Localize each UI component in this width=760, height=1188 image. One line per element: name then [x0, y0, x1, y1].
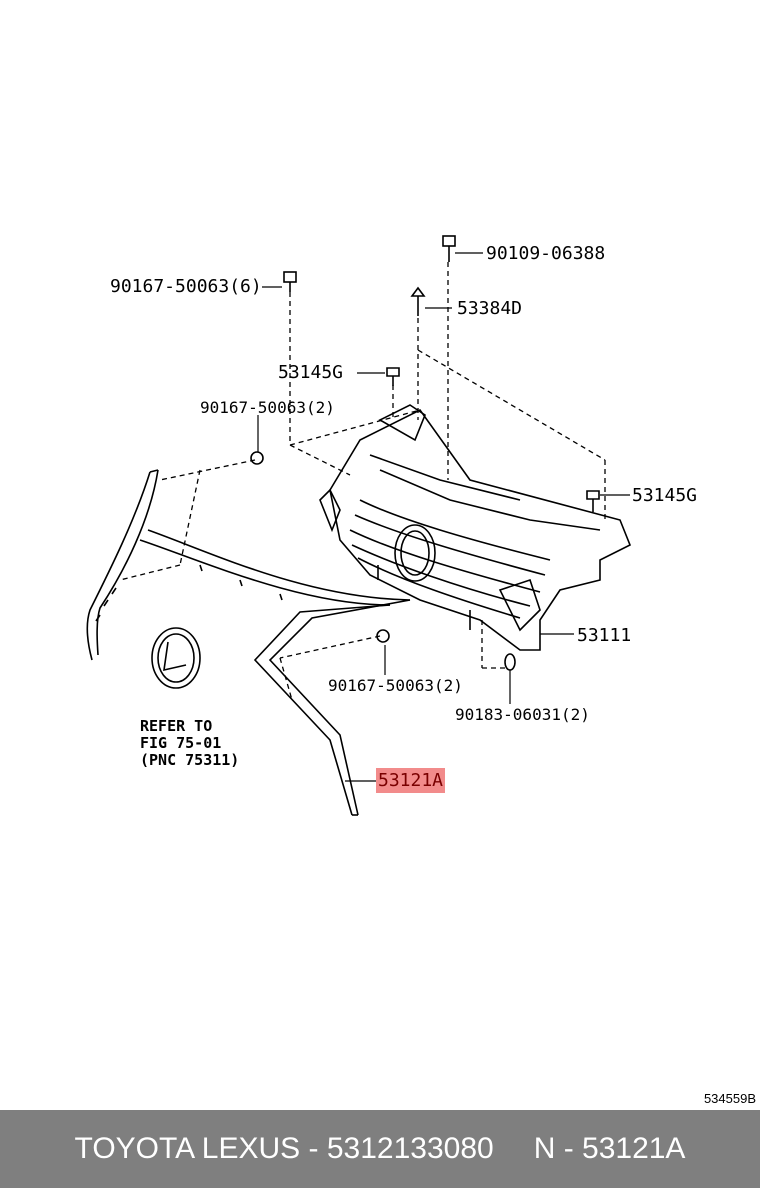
grille-frame	[86, 469, 411, 816]
footer-part-number: TOYOTA LEXUS - 5312133080	[74, 1132, 494, 1165]
diagram-code: 534559B	[703, 1091, 756, 1106]
leader-lines	[119, 262, 606, 701]
callout-90167-50063-6[interactable]: 90167-50063(6)	[110, 276, 262, 297]
refer-note: REFER TO FIG 75-01 (PNC 75311)	[140, 718, 239, 769]
emblem-icon	[151, 627, 201, 689]
callout-53121a-highlighted[interactable]: 53121A	[376, 768, 446, 793]
note-line-3: (PNC 75311)	[140, 751, 240, 769]
callout-53145g-upper[interactable]: 53145G	[278, 362, 344, 383]
callout-90183-06031[interactable]: 90183-06031(2)	[455, 705, 590, 724]
bolt-icon	[250, 235, 600, 671]
radiator-grille	[319, 404, 632, 651]
highlighted-part-number: 53121A	[376, 768, 446, 793]
callout-53145g-right[interactable]: 53145G	[632, 485, 698, 506]
callout-53384d[interactable]: 53384D	[457, 298, 523, 319]
callout-90167-50063-2-lower[interactable]: 90167-50063(2)	[328, 676, 463, 695]
callout-90109-06388[interactable]: 90109-06388	[486, 243, 606, 264]
footer-bar: TOYOTA LEXUS - 5312133080 N - 53121A	[0, 1110, 760, 1188]
parts-diagram	[86, 235, 632, 816]
callout-90167-50063-2-upper[interactable]: 90167-50063(2)	[200, 398, 335, 417]
note-line-2: FIG 75-01	[140, 734, 222, 752]
note-line-1: REFER TO	[140, 717, 213, 735]
callout-53111[interactable]: 53111	[577, 625, 632, 646]
footer-pnc: N - 53121A	[533, 1132, 686, 1165]
label-leaders	[257, 252, 630, 782]
